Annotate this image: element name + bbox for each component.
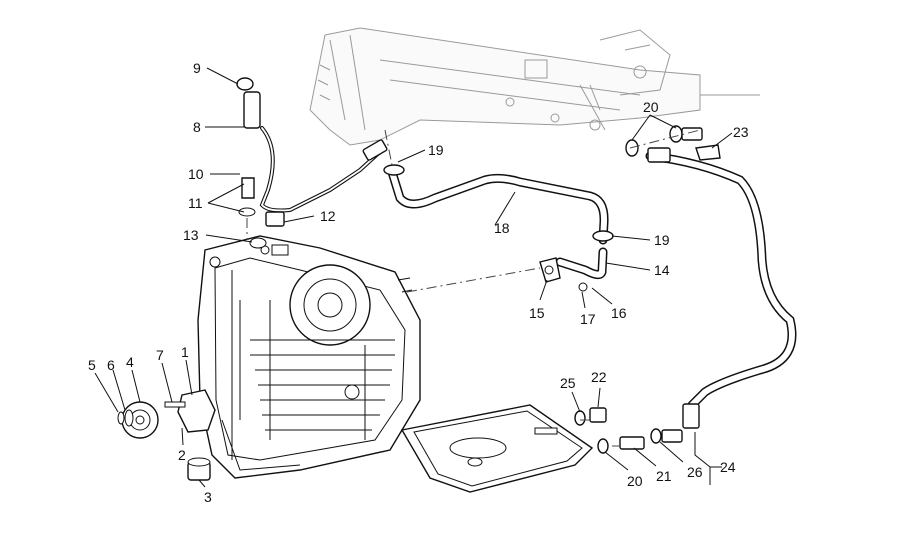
centre-lines (246, 129, 701, 447)
callout-10: 10 (188, 166, 204, 182)
callout-19-bottom: 19 (654, 232, 670, 248)
callout-17: 17 (580, 311, 596, 327)
callout-3: 3 (204, 489, 212, 505)
callout-20-top: 20 (643, 99, 659, 115)
callout-13: 13 (183, 227, 199, 243)
callout-12: 12 (320, 208, 336, 224)
callout-8: 8 (193, 119, 201, 135)
callout-16: 16 (611, 305, 627, 321)
oil-pump-assembly (117, 389, 216, 481)
callout-25: 25 (560, 375, 576, 391)
callout-1: 1 (181, 344, 189, 360)
callout-labels: 1 2 3 4 5 6 7 8 9 10 11 12 13 14 15 16 1… (88, 60, 749, 505)
callout-9: 9 (193, 60, 201, 76)
frame-chassis (309, 27, 760, 146)
callout-18: 18 (494, 220, 510, 236)
callout-7: 7 (156, 347, 164, 363)
callout-15: 15 (529, 305, 545, 321)
callout-23: 23 (733, 124, 749, 140)
leader-lines (94, 67, 733, 488)
callout-24: 24 (720, 459, 736, 475)
callout-6: 6 (107, 357, 115, 373)
callout-22: 22 (591, 369, 607, 385)
callout-4: 4 (126, 354, 134, 370)
callout-11: 11 (188, 195, 203, 211)
breather-hose (383, 164, 614, 245)
gearbox-housing (197, 235, 421, 479)
callout-5: 5 (88, 357, 96, 373)
callout-26: 26 (687, 464, 703, 480)
callout-19-top: 19 (428, 142, 444, 158)
callout-2: 2 (178, 447, 186, 463)
callout-14: 14 (654, 262, 670, 278)
breather-pipe (539, 247, 608, 292)
oil-pressure-line (236, 77, 388, 249)
callout-20-bottom: 20 (627, 473, 643, 489)
callout-21: 21 (656, 468, 672, 484)
oil-cooler-hose (645, 147, 797, 429)
oil-pan (400, 404, 594, 493)
